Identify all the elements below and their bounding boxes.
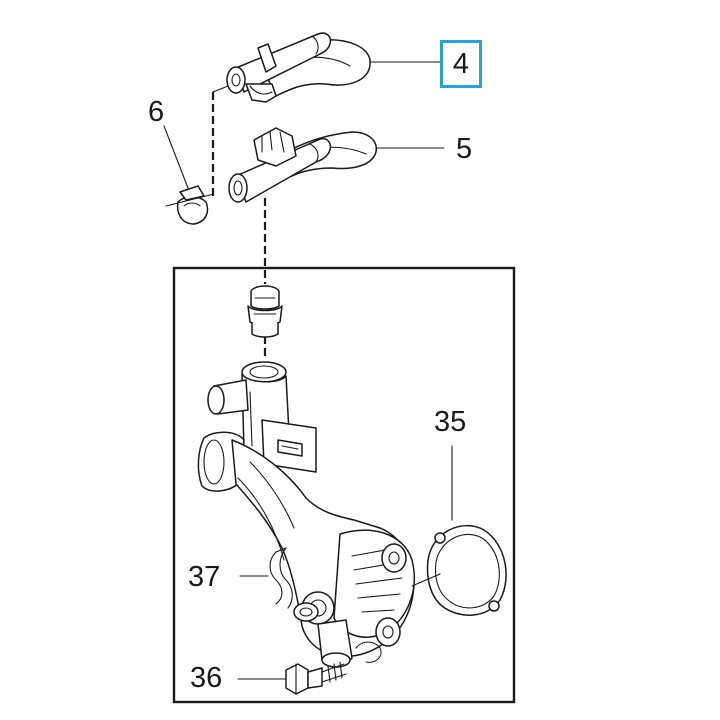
lower-hose [228, 127, 378, 203]
callout-35: 35 [434, 406, 467, 438]
callout-37: 37 [188, 561, 221, 593]
connector-nipple [247, 285, 283, 338]
wire-clip [269, 547, 293, 609]
callout-4-box: 4 [440, 40, 482, 88]
o-ring-clips [293, 602, 382, 663]
upper-hose [226, 32, 371, 103]
bolt [285, 661, 347, 695]
callout-36: 36 [190, 662, 223, 694]
hose-clamp [165, 185, 215, 225]
thermostat-housing [197, 361, 416, 668]
subassembly-frame [172, 266, 516, 704]
callout-6: 6 [148, 96, 165, 128]
assembly-axis [211, 85, 267, 360]
callout-4: 4 [452, 47, 470, 80]
callout-5: 5 [456, 133, 473, 165]
gasket-ring [411, 525, 507, 616]
leader-lines [163, 61, 453, 680]
